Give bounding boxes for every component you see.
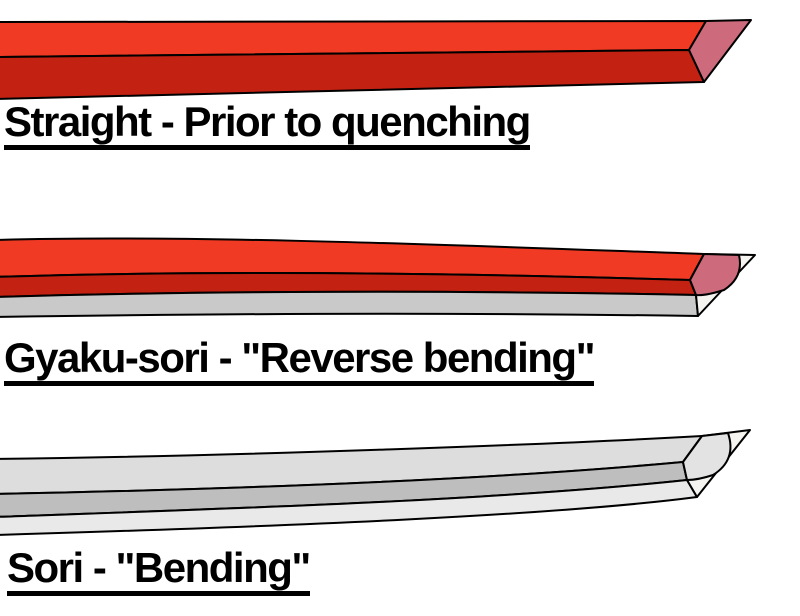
blade-tip-inset (682, 432, 732, 481)
caption-gyaku-sori: Gyaku-sori - "Reverse bending" (4, 334, 596, 387)
blade-edge-band (0, 290, 699, 318)
caption-straight: Straight - Prior to quenching (4, 98, 531, 151)
blade-tip-heat-spot (689, 253, 741, 297)
blade-lower-face (0, 49, 705, 100)
caption-straight-text: Straight - Prior to quenching (4, 98, 531, 151)
caption-sori-text: Sori - "Bending" (7, 544, 311, 597)
blade-tip-face (688, 19, 752, 83)
gyaku-sori-blade-illustration (0, 237, 756, 318)
caption-gyaku-sori-text: Gyaku-sori - "Reverse bending" (4, 334, 596, 387)
straight-blade-illustration (0, 19, 752, 100)
sori-blade-illustration (0, 429, 751, 536)
caption-sori: Sori - "Bending" (7, 544, 311, 597)
